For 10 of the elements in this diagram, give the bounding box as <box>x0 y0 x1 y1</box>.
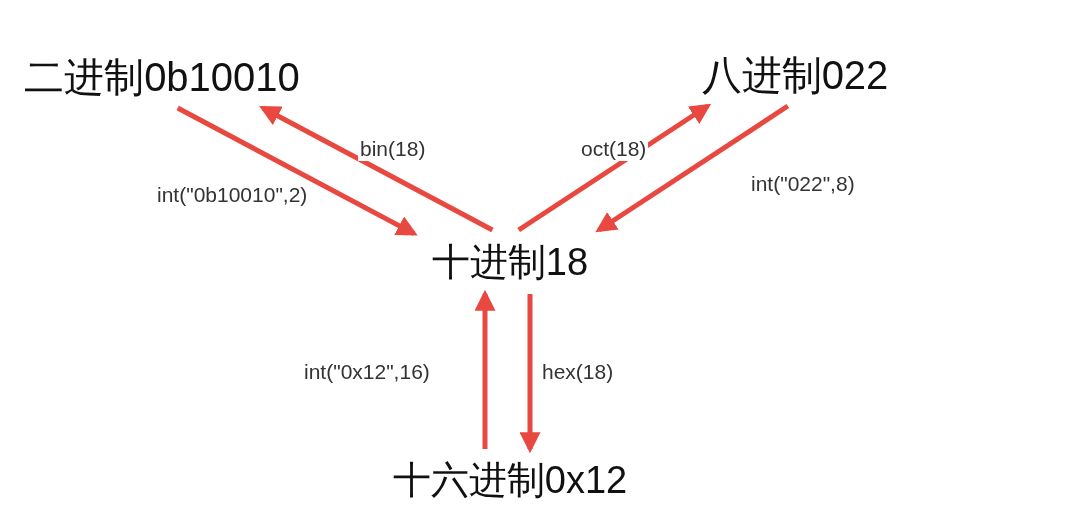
arrow <box>474 289 496 449</box>
arrow <box>176 105 418 236</box>
arrow <box>259 105 494 233</box>
arrow <box>517 103 712 233</box>
node-label: 八进制022 <box>694 50 896 100</box>
node-label: 十进制18 <box>420 236 600 288</box>
arrow <box>595 103 790 233</box>
arrow <box>519 294 541 454</box>
node-label: 十六进制0x12 <box>378 455 642 505</box>
node-label: 二进制0b10010 <box>14 52 310 102</box>
